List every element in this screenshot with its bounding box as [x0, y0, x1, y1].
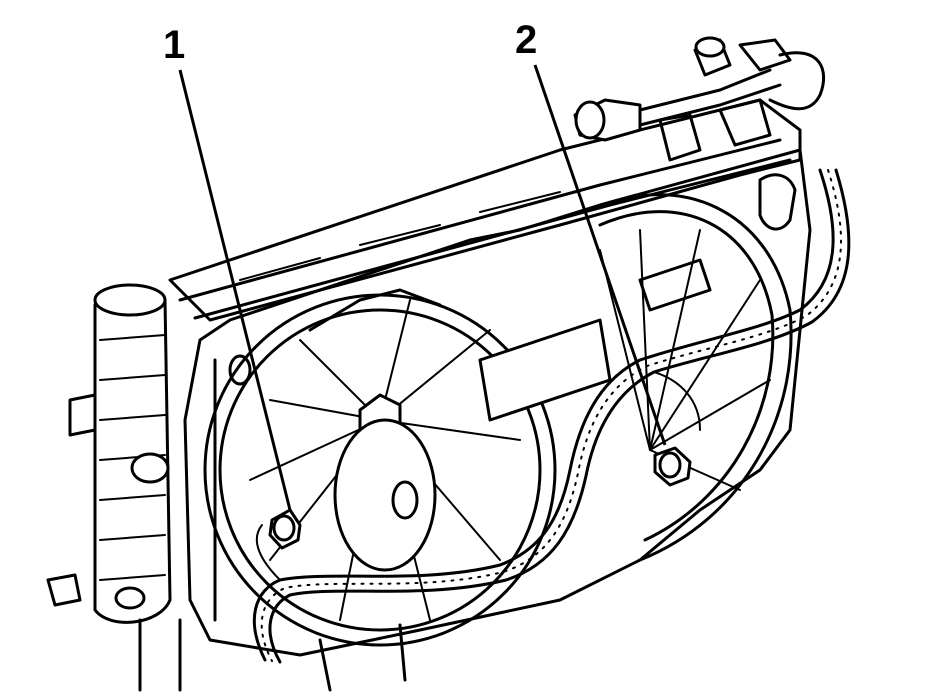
right-fan-blades	[599, 229, 771, 491]
connector-2	[653, 446, 692, 487]
callout-2-label: 2	[515, 18, 537, 62]
callout-1-leader	[178, 69, 292, 511]
radiator-left-tank	[46, 283, 182, 692]
connector-1	[268, 508, 302, 550]
callout-1-label: 1	[163, 23, 185, 67]
radiator-upper-frame	[168, 98, 802, 322]
fan-shroud	[183, 148, 812, 692]
callout-2-leader	[533, 64, 667, 446]
ac-lines-top	[573, 36, 826, 162]
wiring-harness	[252, 168, 851, 664]
right-fan	[478, 173, 797, 562]
left-fan	[203, 288, 557, 647]
